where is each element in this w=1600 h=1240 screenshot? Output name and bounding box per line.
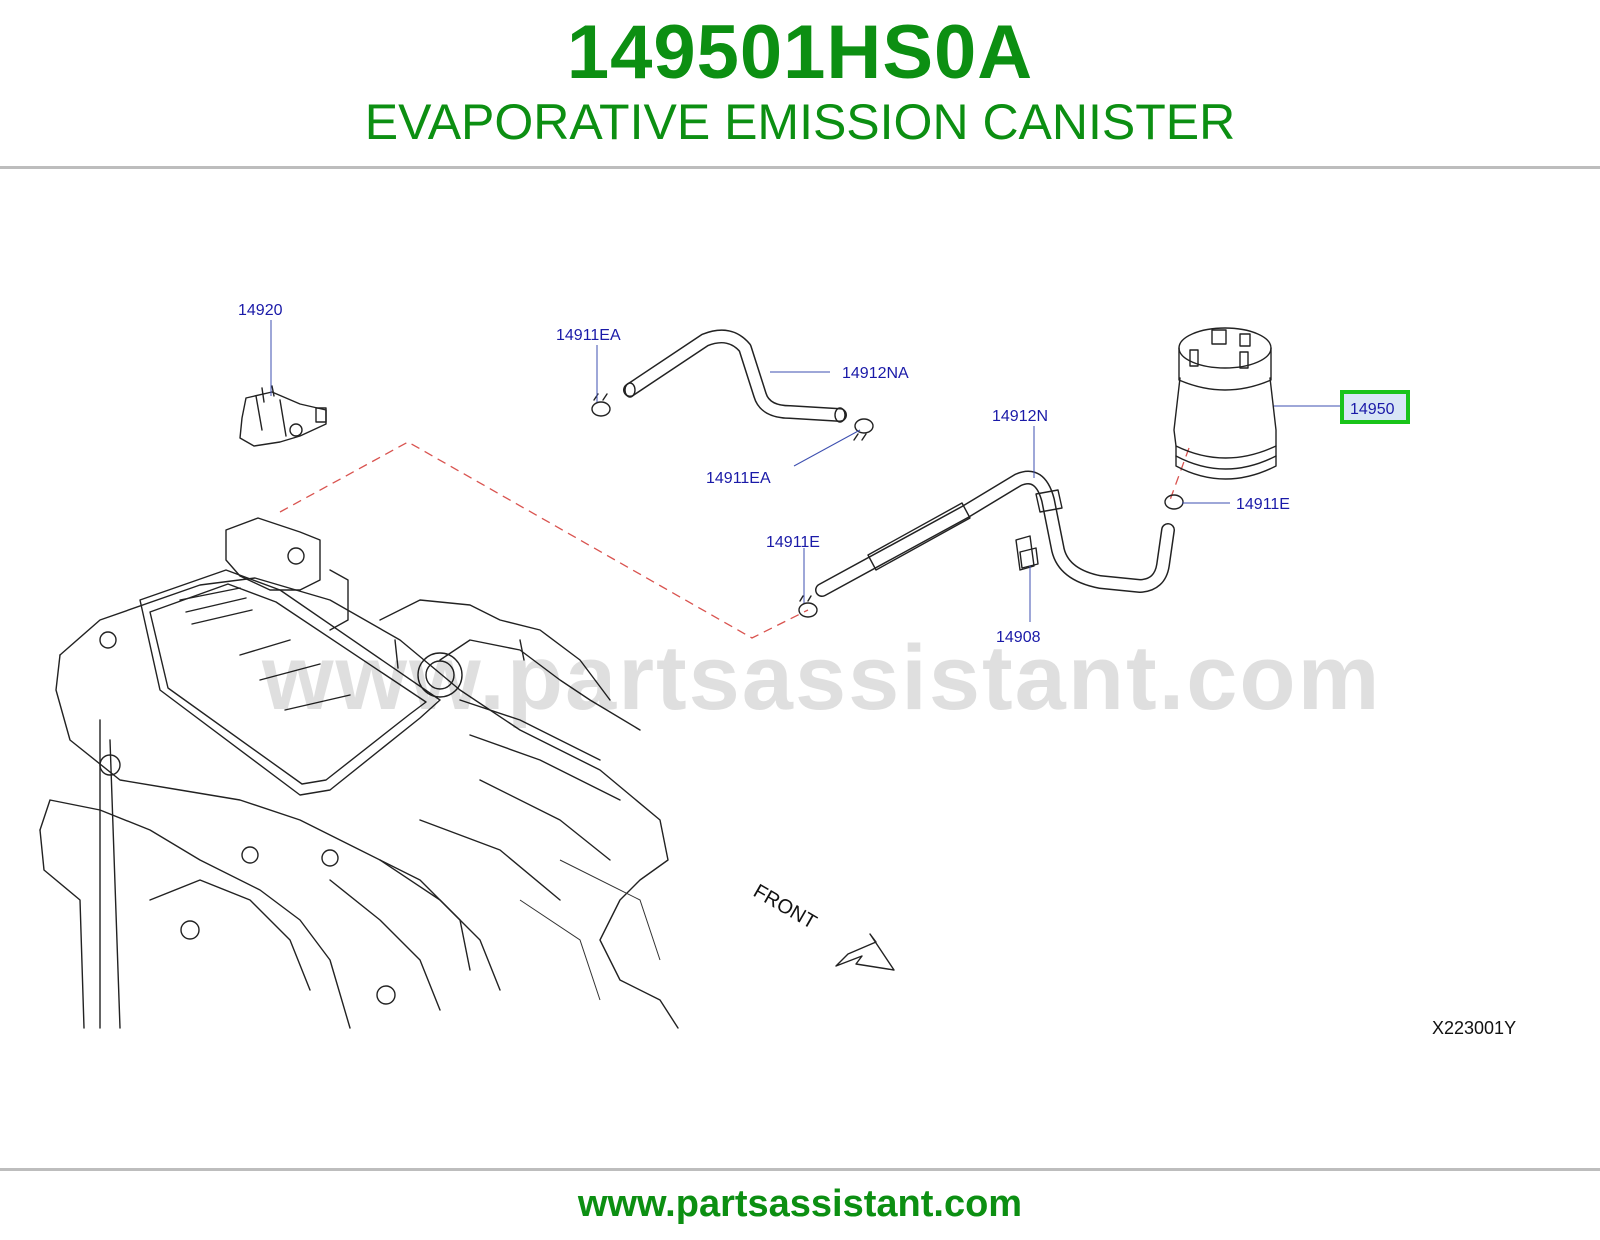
- hose-14912NA-drawing: [623, 329, 847, 423]
- leader-14911EA-bottom: [793, 429, 861, 467]
- clamp-14911E-left-drawing: [798, 595, 818, 618]
- watermark-text: www.partsassistant.com: [262, 627, 1382, 729]
- front-label: FRONT: [750, 880, 821, 933]
- bottom-divider: [0, 1168, 1600, 1171]
- callout-14950[interactable]: 14950: [1350, 401, 1395, 418]
- canister-14950-drawing: [1173, 327, 1277, 480]
- engine-manifold-drawing: [39, 517, 679, 1029]
- clamp-14911EA-bottom-drawing: [853, 418, 874, 441]
- callout-14912NA[interactable]: 14912NA: [842, 365, 909, 382]
- diagram-code: X223001Y: [1432, 1018, 1516, 1038]
- callout-14908[interactable]: 14908: [996, 629, 1041, 646]
- clamp-14911EA-top-drawing: [591, 393, 611, 417]
- callout-14911E-left[interactable]: 14911E: [766, 534, 820, 551]
- sensor-14920-drawing: [239, 385, 327, 447]
- highlighted-callout-box[interactable]: [1340, 390, 1410, 424]
- guide-line-canister: [1169, 447, 1190, 501]
- callout-14920[interactable]: 14920: [238, 302, 283, 319]
- part-number-title: 149501HS0A: [566, 10, 1034, 95]
- callout-14911EA-bottom[interactable]: 14911EA: [706, 470, 771, 487]
- front-arrow-icon: [835, 933, 895, 971]
- guide-line-sensor: [279, 441, 809, 639]
- hose-14912N-drawing: [815, 470, 1175, 597]
- callout-14912N[interactable]: 14912N: [992, 408, 1048, 425]
- clip-14908-drawing: [1015, 535, 1039, 571]
- clamp-14911E-right-drawing: [1164, 494, 1184, 510]
- callout-14911EA-top[interactable]: 14911EA: [556, 327, 621, 344]
- callout-14911E-right[interactable]: 14911E: [1236, 496, 1290, 513]
- part-name-subtitle: EVAPORATIVE EMISSION CANISTER: [364, 94, 1236, 150]
- top-divider: [0, 166, 1600, 169]
- footer-url[interactable]: www.partsassistant.com: [577, 1183, 1023, 1225]
